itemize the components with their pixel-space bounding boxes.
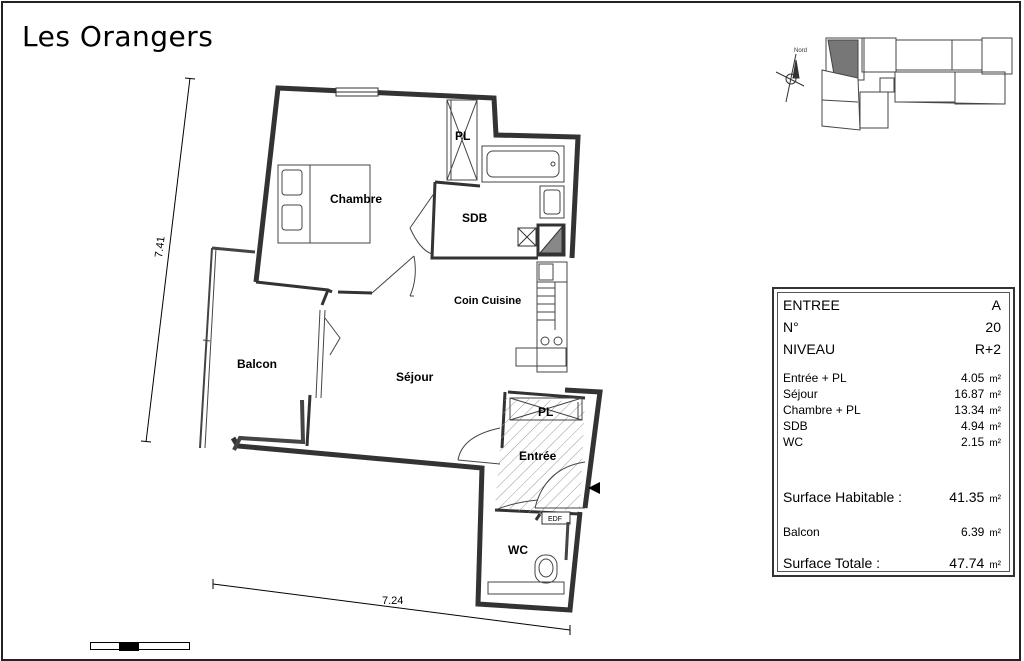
balcon-label: Balcon: [783, 525, 820, 539]
niveau-row: NIVEAU R+2: [783, 341, 1001, 357]
room-label-entree: Entrée: [519, 449, 557, 463]
surface-unit: m²: [989, 528, 1001, 539]
surface-value: 16.87: [954, 387, 985, 401]
entree-row: ENTREE A: [783, 297, 1001, 313]
niveau-label: NIVEAU: [783, 341, 836, 357]
room-labels: Chambre SDB PL Coin Cuisine Séjour Balco…: [237, 129, 557, 557]
surface-row: Chambre + PL 13.34 m²: [783, 403, 1001, 417]
edf-panel: EDF: [541, 511, 571, 525]
room-label-coin-cuisine: Coin Cuisine: [454, 295, 521, 307]
edf-label: EDF: [548, 516, 562, 523]
chambre-window: [335, 87, 379, 97]
room-label-pl-chambre: PL: [455, 129, 470, 143]
surface-value: 4.05: [960, 371, 985, 385]
surface-unit: m²: [989, 374, 1001, 385]
compass-rose-icon: Nord: [775, 48, 807, 103]
numero-row: N° 20: [783, 319, 1001, 335]
surface-label: Entrée + PL: [783, 371, 847, 385]
room-label-wc: WC: [508, 543, 528, 557]
dimension-vertical-label: 7.41: [153, 236, 168, 259]
room-label-balcon: Balcon: [237, 357, 277, 371]
niveau-value: R+2: [974, 341, 1001, 357]
entry-arrow: [588, 482, 600, 494]
room-label-chambre: Chambre: [330, 192, 382, 206]
balcon-value: 6.39: [960, 525, 985, 539]
surface-unit: m²: [989, 390, 1001, 401]
surface-totale-value: 47.74: [949, 555, 985, 571]
balcon-row: Balcon 6.39 m²: [783, 525, 1001, 539]
surface-label: Séjour: [783, 387, 818, 401]
surface-row: WC 2.15 m²: [783, 435, 1001, 449]
surface-unit: m²: [989, 422, 1001, 433]
surface-habitable-value: 41.35: [949, 489, 985, 505]
surface-unit: m²: [989, 406, 1001, 417]
surface-unit: m²: [989, 494, 1001, 505]
surface-row: SDB 4.94 m²: [783, 419, 1001, 433]
surface-value: 13.34: [954, 403, 985, 417]
room-label-sdb: SDB: [462, 211, 488, 225]
entree-value: A: [991, 297, 1001, 313]
surface-totale-label: Surface Totale :: [783, 555, 881, 571]
wc-fixtures: [487, 521, 570, 595]
dimension-horizontal: 7.24: [212, 579, 571, 635]
surface-table: ENTREE A N° 20 NIVEAU R+2 Entrée + PL 4.…: [772, 287, 1015, 577]
bathroom-door: [409, 191, 436, 255]
balcony-door: [315, 309, 341, 399]
surface-label: WC: [783, 435, 803, 449]
closet-entree: [509, 397, 583, 421]
surface-value: 2.15: [960, 435, 985, 449]
project-title: Les Orangers: [22, 20, 214, 53]
bed: [277, 164, 371, 244]
surface-unit: m²: [989, 560, 1001, 571]
svg-text:Nord: Nord: [794, 48, 807, 54]
surface-habitable-label: Surface Habitable :: [783, 489, 903, 505]
room-label-pl-entree: PL: [538, 405, 553, 419]
entry-door: [457, 427, 586, 511]
scale-bar: [90, 642, 190, 651]
chambre-door: [371, 255, 416, 297]
surface-row: Séjour 16.87 m²: [783, 387, 1001, 401]
numero-value: 20: [985, 319, 1001, 335]
surface-label: SDB: [783, 419, 808, 433]
balcony-outline: [199, 246, 306, 451]
dimension-vertical: 7.41: [140, 77, 196, 443]
entree-label: ENTREE: [783, 297, 840, 313]
surface-value: 4.94: [960, 419, 985, 433]
entree-hatch: [495, 398, 585, 514]
surface-habitable-row: Surface Habitable : 41.35 m²: [783, 489, 1001, 505]
surface-unit: m²: [989, 438, 1001, 449]
bathroom-sink: [539, 185, 565, 219]
key-plan: [821, 37, 1013, 131]
surface-row: Entrée + PL 4.05 m²: [783, 371, 1001, 385]
surface-totale-row: Surface Totale : 47.74 m²: [783, 555, 1001, 571]
closet-chambre: [446, 99, 478, 181]
surface-label: Chambre + PL: [783, 403, 861, 417]
dimension-horizontal-label: 7.24: [382, 595, 403, 607]
outer-walls: [230, 85, 603, 613]
kitchen-unit: [515, 261, 568, 373]
room-label-sejour: Séjour: [396, 370, 434, 384]
bathtub: [481, 145, 565, 183]
technical-shaft: [517, 223, 566, 257]
numero-label: N°: [783, 319, 799, 335]
